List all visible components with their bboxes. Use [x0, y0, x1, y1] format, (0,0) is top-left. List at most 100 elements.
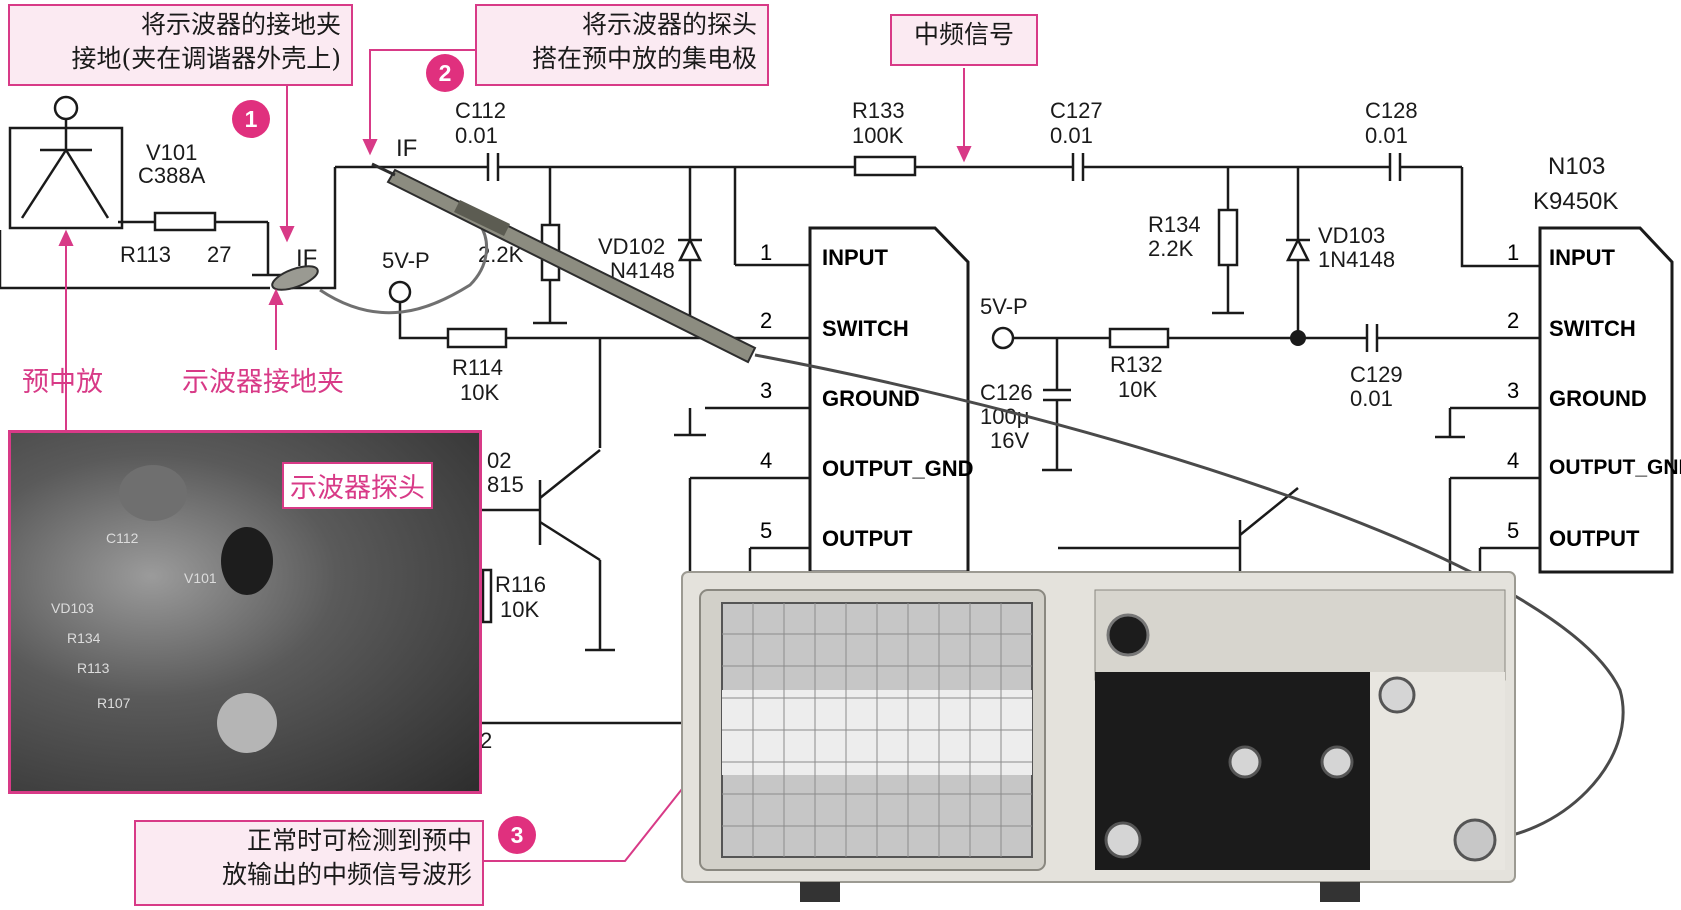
preamp-label: 预中放	[22, 367, 103, 398]
callout-line: 将示波器的探头	[581, 10, 757, 39]
r134-label: R134	[1148, 212, 1201, 237]
ground-clip-callout: 将示波器的接地夹 接地(夹在调谐器外壳上)	[8, 4, 353, 86]
scope-foot-left	[800, 882, 840, 902]
c112-value: 0.01	[455, 123, 498, 148]
callout-line: 中频信号	[913, 20, 1014, 49]
pin-number: 4	[1507, 448, 1520, 473]
photo-capacitor	[119, 465, 187, 521]
pin-name: GROUND	[1549, 386, 1647, 411]
pin-number: 2	[760, 308, 773, 333]
junction-dot	[1290, 330, 1306, 346]
c128-label: C128	[1365, 98, 1418, 123]
r132-resistor	[1108, 327, 1170, 349]
r113-value: 27	[207, 242, 231, 267]
v101-label: V101	[146, 140, 197, 165]
photo-pcb-label: C112	[106, 530, 139, 546]
probe-pointer	[369, 49, 475, 148]
pin-number: 4	[760, 448, 773, 473]
oscilloscope	[681, 571, 1516, 902]
photo-pcb-label: VD103	[51, 600, 94, 616]
pin-number: 5	[1507, 518, 1520, 543]
pin-name: SWITCH	[822, 316, 909, 341]
pin-name: SWITCH	[1549, 316, 1636, 341]
c129-value: 0.01	[1350, 386, 1393, 411]
probe-callout: 将示波器的探头 搭在预中放的集电极	[475, 4, 769, 86]
v102-part: 815	[487, 472, 524, 497]
oscilloscope-top-panel	[1094, 589, 1506, 681]
if-left-label: IF	[296, 245, 317, 272]
photo-probe-tip	[217, 693, 277, 753]
r113-resistor	[153, 211, 217, 232]
r134-value: 2.2K	[1148, 236, 1194, 261]
ground-clip	[271, 265, 319, 291]
r133-value: 100K	[852, 123, 904, 148]
probe-photo-label: 示波器探头	[282, 462, 433, 509]
pin-number: 3	[760, 378, 773, 403]
if-probe-label: IF	[396, 135, 417, 162]
r132-value: 10K	[1118, 377, 1157, 402]
intensity-knob	[1104, 821, 1142, 859]
pin-name: INPUT	[1549, 245, 1615, 270]
r114-resistor	[446, 327, 508, 349]
step-3-badge: 3	[498, 816, 536, 854]
c127-value: 0.01	[1050, 123, 1093, 148]
vd102-label: VD102	[598, 234, 665, 259]
step-1-badge: 1	[232, 100, 270, 138]
v102-label: 02	[487, 448, 511, 473]
pin-name: OUTPUT_GND	[1549, 456, 1681, 479]
probe-cable	[754, 353, 1625, 842]
pin-name: INPUT	[822, 245, 888, 270]
c129-label: C129	[1350, 362, 1403, 387]
result-callout: 正常时可检测到预中 放输出的中频信号波形	[134, 820, 484, 906]
step-2-badge: 2	[426, 54, 464, 92]
oscilloscope-probe	[371, 162, 757, 364]
pin-number: 2	[1507, 308, 1520, 333]
probe-input-connector	[1453, 818, 1497, 862]
r116-resistor	[481, 568, 493, 624]
r116-label: R116	[495, 572, 546, 597]
v101-part: C388A	[138, 163, 206, 188]
time-div-knob	[1320, 745, 1354, 779]
pin-name: OUTPUT_GND	[822, 456, 974, 481]
photo-pcb-label: R134	[67, 630, 101, 646]
photo-pcb-label: V101	[184, 570, 217, 586]
pin-name: GROUND	[822, 386, 920, 411]
callout-line: 接地(夹在调谐器外壳上)	[71, 44, 341, 73]
waveform-arrow	[482, 759, 706, 862]
c112-label: C112	[455, 98, 506, 123]
volts-div-knob	[1228, 745, 1262, 779]
power-knob	[1106, 613, 1150, 657]
vd103-diode	[1285, 237, 1311, 262]
n103-part: K9450K	[1533, 188, 1618, 215]
callout-line: 放输出的中频信号波形	[221, 860, 472, 889]
r133-resistor	[853, 155, 917, 177]
photo-transistor	[221, 527, 273, 595]
r116-value: 10K	[500, 597, 539, 622]
five-v-left-terminal	[388, 280, 412, 304]
c126-label: C126	[980, 380, 1033, 405]
ic-right	[1538, 226, 1674, 574]
tuner-box	[0, 95, 270, 290]
stray-pin-label: 2	[480, 728, 492, 753]
vd102-diode	[677, 237, 703, 262]
callout-line: 正常时可检测到预中	[246, 826, 472, 855]
five-v-mid-terminal	[991, 326, 1015, 350]
photo-pcb-label: R113	[77, 660, 110, 676]
ground-clip-wire	[319, 224, 489, 315]
r132-label: R132	[1110, 352, 1163, 377]
vd102-part: N4148	[610, 258, 675, 283]
r114-value: 10K	[460, 380, 499, 405]
pin-number: 3	[1507, 378, 1520, 403]
vd103-part: 1N4148	[1318, 247, 1395, 272]
r113-label: R113	[120, 242, 171, 267]
c126-voltage: 16V	[990, 428, 1029, 453]
n103-label: N103	[1548, 153, 1605, 180]
five-v-left-label: 5V-P	[382, 248, 430, 273]
pin-name: OUTPUT	[1549, 526, 1640, 551]
ic-middle-pins: 1 INPUT 2 SWITCH 3 GROUND 4 OUTPUT_GND 5…	[760, 240, 974, 560]
callout-line: 将示波器的接地夹	[140, 10, 341, 39]
r133-label: R133	[852, 98, 905, 123]
photo-pcb-label: R107	[97, 695, 131, 711]
ic-right-pins: 1 INPUT 2 SWITCH 3 GROUND 4 OUTPUT_GND 5…	[1507, 240, 1681, 560]
